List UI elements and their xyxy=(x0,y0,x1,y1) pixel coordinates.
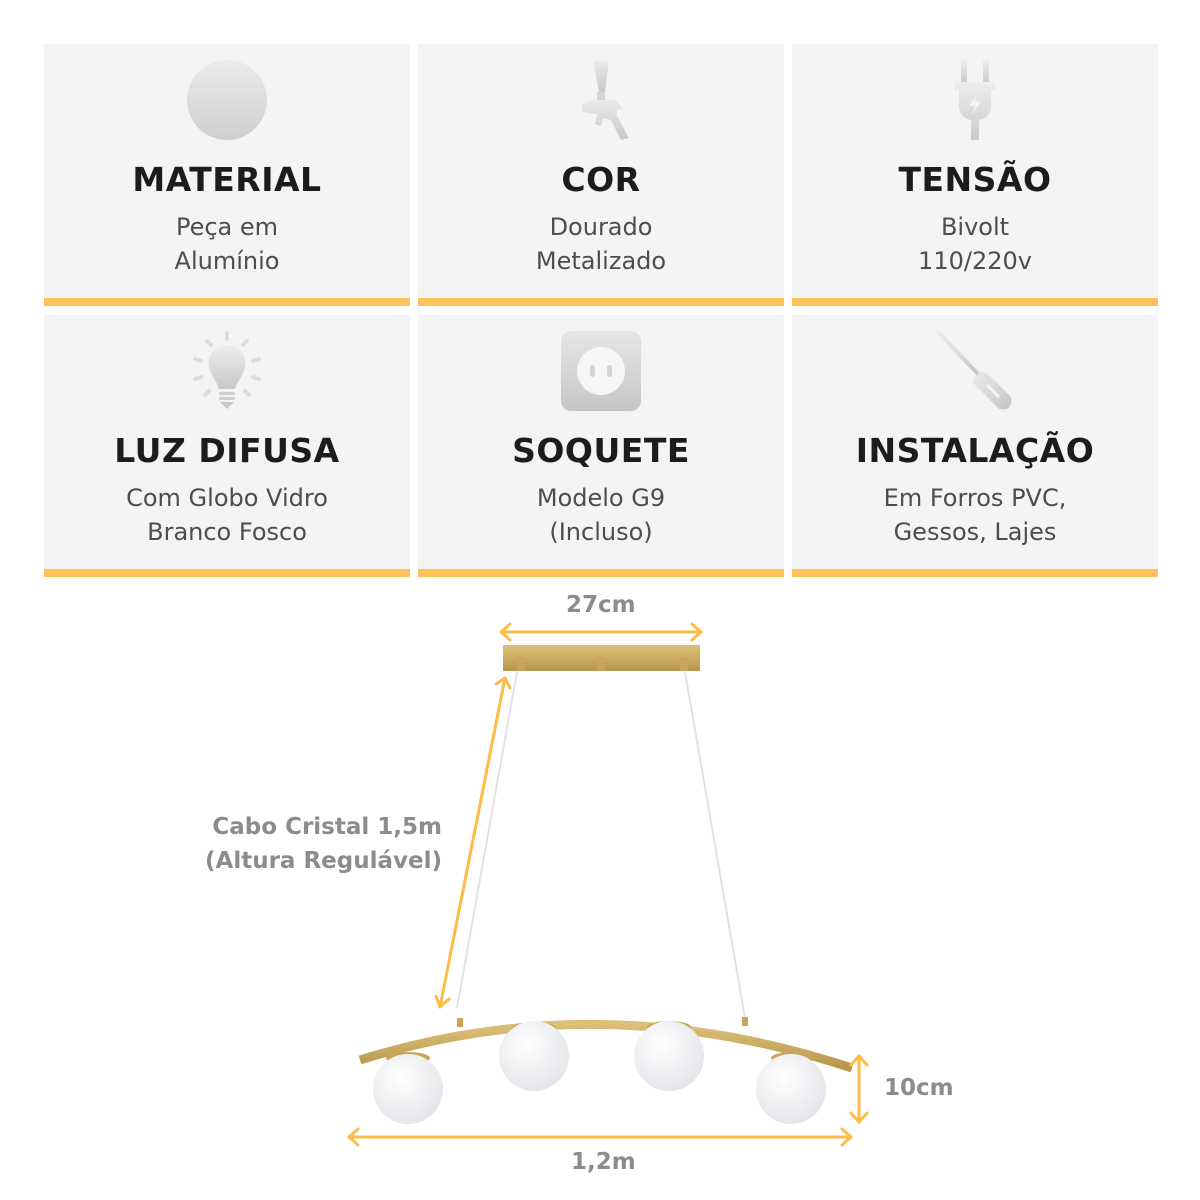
card-title: MATERIAL xyxy=(132,160,322,199)
cable-length-arrow xyxy=(434,676,512,1009)
height-label: 10cm xyxy=(884,1075,954,1101)
curved-gold-bar xyxy=(358,1019,854,1073)
desc-line: Metalizado xyxy=(535,247,667,275)
desc-line: Bivolt xyxy=(940,213,1010,241)
desc-line: Modelo G9 xyxy=(536,484,666,512)
cable-label: Cabo Cristal 1,5m (Altura Regulável) xyxy=(190,810,442,878)
product-dimension-diagram: 27cm Cabo Cristal 1,5m (Altura Regulável… xyxy=(0,585,1200,1200)
spec-card-instalacao: INSTALAÇÃO Em Forros PVC, Gessos, Lajes xyxy=(792,315,1158,577)
desc-line: Dourado xyxy=(549,213,653,241)
card-title: LUZ DIFUSA xyxy=(114,431,340,470)
card-description: Dourado Metalizado xyxy=(418,210,784,278)
spec-card-material: MATERIAL Peça em Alumínio xyxy=(44,44,410,306)
glass-globes xyxy=(373,1021,826,1124)
card-title: SOQUETE xyxy=(512,431,690,470)
light-bulb-icon xyxy=(185,329,269,413)
desc-line: Peça em xyxy=(175,213,279,241)
spec-grid: MATERIAL Peça em Alumínio COR Dourado Me… xyxy=(44,44,1158,577)
height-arrow xyxy=(849,1054,869,1124)
card-title: TENSÃO xyxy=(898,160,1052,199)
spec-card-tensao: TENSÃO Bivolt 110/220v xyxy=(792,44,1158,306)
spec-card-cor: COR Dourado Metalizado xyxy=(418,44,784,306)
desc-line: Alumínio xyxy=(174,247,280,275)
spray-gun-icon xyxy=(559,58,643,142)
width-arrow-total xyxy=(347,1127,853,1147)
card-description: Em Forros PVC, Gessos, Lajes xyxy=(792,481,1158,549)
card-title: INSTALAÇÃO xyxy=(855,431,1095,470)
desc-line: Em Forros PVC, xyxy=(883,484,1067,512)
card-title: COR xyxy=(561,160,641,199)
cable-label-line: Cabo Cristal 1,5m xyxy=(212,814,442,840)
cable-right xyxy=(684,671,746,1019)
desc-line: (Incluso) xyxy=(549,518,653,546)
total-width-label: 1,2m xyxy=(571,1149,636,1175)
spec-card-soquete: SOQUETE Modelo G9 (Incluso) xyxy=(418,315,784,577)
canopy-width-label: 27cm xyxy=(566,592,636,618)
sphere-icon xyxy=(185,58,269,142)
desc-line: Branco Fosco xyxy=(147,518,307,546)
desc-line: 110/220v xyxy=(918,247,1032,275)
card-description: Bivolt 110/220v xyxy=(792,210,1158,278)
socket-icon xyxy=(559,329,643,413)
pendant-lamp-illustration xyxy=(347,622,869,1147)
card-description: Com Globo Vidro Branco Fosco xyxy=(44,481,410,549)
card-description: Modelo G9 (Incluso) xyxy=(418,481,784,549)
cable-left xyxy=(456,671,518,1009)
screwdriver-icon xyxy=(933,329,1017,413)
plug-icon xyxy=(933,58,1017,142)
desc-line: Gessos, Lajes xyxy=(893,518,1057,546)
card-description: Peça em Alumínio xyxy=(44,210,410,278)
cable-label-line: (Altura Regulável) xyxy=(205,848,442,874)
desc-line: Com Globo Vidro xyxy=(126,484,328,512)
spec-card-luz-difusa: LUZ DIFUSA Com Globo Vidro Branco Fosco xyxy=(44,315,410,577)
width-arrow-canopy xyxy=(499,622,703,642)
